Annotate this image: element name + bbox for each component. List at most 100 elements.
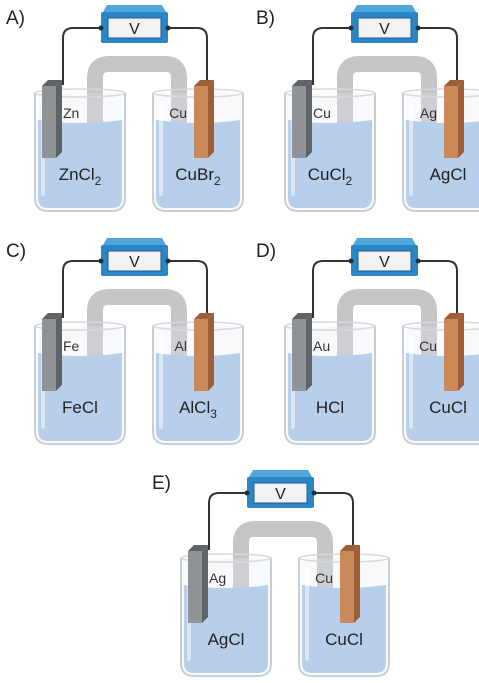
electrode-side-right [458,313,464,391]
electrode-top-left [292,313,312,319]
electrode-plate-right [444,86,458,158]
electrode-label-right: Cu [169,105,187,121]
electrode-right: Cu [419,313,464,391]
voltmeter-label: V [275,486,286,503]
voltmeter-display [107,17,162,39]
solution-label-left: FeCl [62,398,98,417]
beaker-highlight-right [409,100,413,196]
option-label: C) [6,241,26,262]
electrode-plate-right [340,551,354,623]
wire-left [62,260,103,318]
voltmeter-top [353,5,416,12]
electrode-plate-left [292,86,306,158]
beaker-highlight-right [159,333,163,429]
solution-formula: AgCl [430,165,467,184]
terminal-left [98,258,104,264]
wire-right [416,27,458,85]
salt-bridge [337,289,437,405]
electrode-left: Ag [188,545,226,623]
electrode-side-right [208,80,214,158]
voltmeter-display [107,250,162,272]
electrolyte-right [156,353,240,441]
beaker-right [402,321,479,445]
electrode-label-right: Cu [419,338,437,354]
electrode-top-left [188,545,208,551]
electrode-top-right [340,545,360,551]
electrode-label-left: Cu [313,105,331,121]
electrolyte-right [302,585,386,673]
electrode-right: Cu [315,545,360,623]
solution-label-left: AgCl [208,630,245,649]
electrode-side-left [56,313,62,391]
solution-label-left: HCl [316,398,344,417]
voltmeter-label: V [379,21,390,38]
terminal-right [311,490,317,496]
electrode-left: Zn [42,80,79,158]
option-label: E) [152,473,171,494]
solution-formula: FeCl [62,398,98,417]
wire-left [312,260,353,318]
electrode-plate-right [444,319,458,391]
solution-formula: CuCl [325,630,363,649]
electrode-label-right: Cu [315,570,333,586]
solution-label-right: AlCl3 [179,398,217,421]
terminal-right [165,258,171,264]
option-label: B) [256,8,275,29]
solution-formula: ZnCl [59,165,95,184]
solution-formula: AgCl [208,630,245,649]
beaker-highlight-right [159,100,163,196]
beaker-glass-right [402,326,479,445]
solution-label-right: CuBr2 [175,165,221,188]
voltmeter-label: V [129,21,140,38]
solution-subscript: 2 [346,174,353,188]
terminal-left [348,258,354,264]
voltmeter: V [244,470,317,508]
voltmeter: V [98,238,171,276]
electrode-top-left [42,313,62,319]
electrode-plate-right [194,319,208,391]
beaker-rim-left [34,88,126,98]
voltmeter: V [348,5,421,43]
electrode-label-left: Ag [209,570,226,586]
solution-label-left: CuCl2 [308,165,353,188]
voltmeter: V [98,5,171,43]
wire-left [208,492,249,550]
wire-right [312,492,354,550]
terminal-right [415,25,421,31]
terminal-left [98,25,104,31]
electrode-top-right [194,313,214,319]
terminal-left [348,25,354,31]
wire-right [166,27,208,85]
solution-formula: CuCl [429,398,467,417]
terminal-right [165,25,171,31]
electrode-plate-left [188,551,202,623]
solution-formula: AlCl [179,398,210,417]
solution-subscript: 2 [214,174,221,188]
beaker-highlight-right [409,333,413,429]
voltmeter-top [353,238,416,245]
solution-label-right: AgCl [430,165,467,184]
wire-left [312,27,353,85]
electrode-label-left: Au [313,338,330,354]
beaker-rim-left [34,321,126,331]
electrode-left: Cu [292,80,331,158]
solution-formula: CuBr [175,165,214,184]
option-label: D) [256,241,276,262]
electrode-right: Ag [420,80,464,158]
voltmeter-top [103,238,166,245]
electrode-label-left: Fe [63,338,80,354]
electrode-plate-right [194,86,208,158]
electrode-top-right [194,80,214,86]
voltmeter-display [253,482,308,504]
beaker-rim-left [284,88,376,98]
voltmeter-top [249,470,312,477]
salt-bridge [87,56,187,172]
solution-label-left: ZnCl2 [59,165,102,188]
terminal-right [415,258,421,264]
electrode-left: Au [292,313,330,391]
electrode-side-left [306,80,312,158]
solution-formula: CuCl [308,165,346,184]
